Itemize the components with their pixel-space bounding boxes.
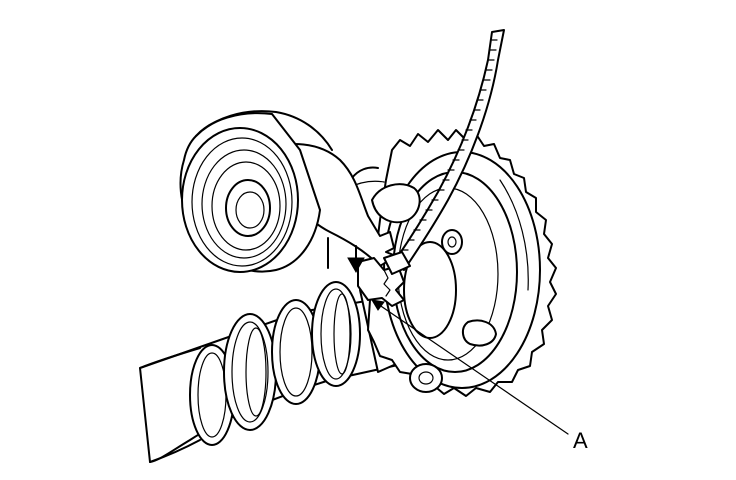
- tape-roll-icon: [179, 110, 405, 307]
- press-arrow-icon: [327, 237, 365, 274]
- zip-tie-icon: [383, 29, 505, 275]
- cam-sprocket-icon: [347, 129, 557, 397]
- callout-a-label: A: [573, 428, 588, 453]
- callout-a: A: [371, 299, 588, 453]
